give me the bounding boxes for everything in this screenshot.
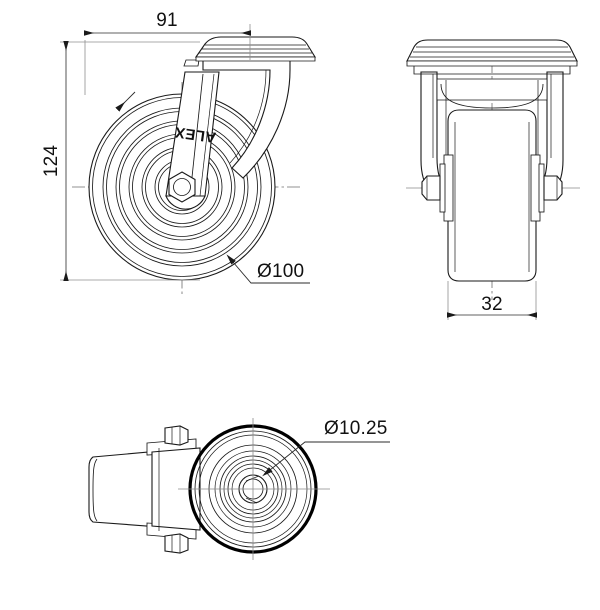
side-inner-bracket [436, 78, 548, 186]
dimension-bore-diameter-label: Ø10.25 [324, 418, 388, 439]
side-swivel-yoke [420, 71, 564, 193]
dimension-wheel-diameter-label: Ø100 [257, 261, 304, 282]
iso-bolt-bottom [164, 533, 189, 554]
side-wheel-body [447, 109, 537, 282]
side-axle-bolt-right [543, 175, 563, 201]
side-view: 32 [406, 39, 580, 320]
front-view: 91 124 Ø100 ALEX [41, 10, 316, 295]
front-swivel-housing [202, 57, 291, 179]
dimension-height-124: 124 [41, 41, 200, 281]
fork-brand-mark: ALEX [174, 123, 218, 146]
dimension-wheel-diameter: Ø100 [226, 254, 310, 284]
side-axle-bolt-left [421, 175, 441, 201]
dimension-tread-width-32: 32 [447, 281, 537, 320]
iso-flange-plates [146, 438, 201, 540]
front-axle-hex-nut [168, 171, 196, 203]
iso-bolt-top [164, 425, 189, 446]
front-top-plate [194, 36, 316, 62]
bottom-isometric-view: Ø10.25 [88, 418, 390, 560]
iso-stem-barrel [88, 450, 161, 528]
dimension-height-label: 124 [41, 145, 62, 178]
dimension-tread-width-label: 32 [481, 294, 503, 315]
side-top-plate [406, 39, 578, 75]
svg-text:ALEX: ALEX [174, 123, 218, 146]
dimension-width-91: 91 [84, 10, 251, 95]
front-tread-pointer [115, 91, 136, 112]
iso-view-centerlines [178, 418, 330, 560]
dimension-width-label: 91 [156, 10, 178, 31]
side-axle-assembly [439, 154, 545, 222]
front-fork-leg [165, 59, 220, 210]
dimension-bore-diameter: Ø10.25 [262, 418, 390, 477]
